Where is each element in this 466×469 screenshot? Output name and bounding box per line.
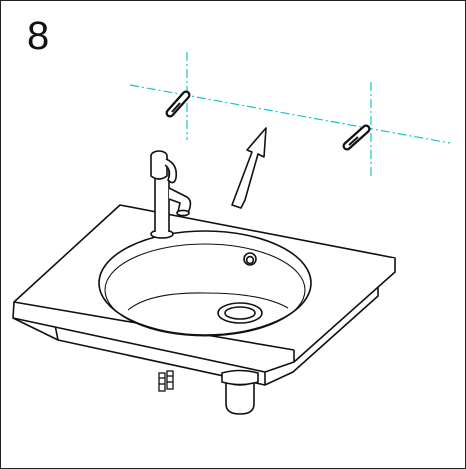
horizontal-guide-line — [129, 84, 451, 144]
wall-anchor-icon — [342, 124, 371, 151]
drain — [217, 302, 263, 324]
direction-arrow-icon — [231, 127, 267, 209]
wall-guide-lines — [129, 52, 451, 178]
faucet — [150, 150, 192, 239]
supply-hoses — [158, 370, 174, 392]
washbasin — [12, 204, 396, 386]
basin-bowl-rim — [98, 230, 312, 336]
siphon — [221, 369, 259, 415]
step-number: 8 — [27, 14, 50, 58]
wall-anchor-icon — [165, 90, 191, 118]
